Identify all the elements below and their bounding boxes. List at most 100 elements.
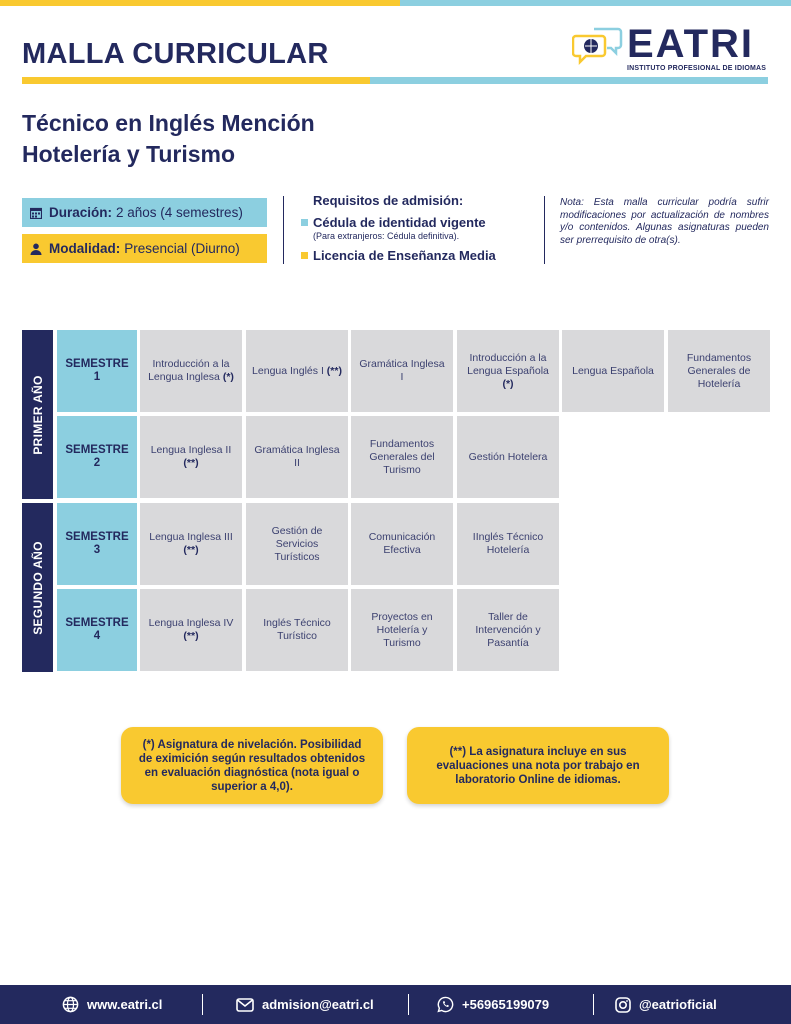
course-mark: (**) [183,630,199,642]
course-name: Comunicación Efectiva [368,531,436,556]
instagram-icon [615,996,631,1013]
website-text: www.eatri.cl [87,997,163,1012]
modality-value: Presencial (Diurno) [124,241,240,256]
year-label: PRIMER AÑO [30,374,45,455]
mail-icon [236,997,254,1012]
semester-label-text: SEMESTRE [65,358,129,370]
whatsapp-icon [437,996,454,1013]
course-cell: Gramática Inglesa II [246,416,348,498]
divider-line [544,196,545,264]
course-cell: Introducción a la Lengua Española (*) [457,330,559,412]
course-mark: (**) [326,364,342,377]
semester-number: 4 [93,630,101,642]
course-cell: Inglés Técnico Turístico [246,589,348,671]
requirement-text: Licencia de Enseñanza Media [313,248,496,263]
bullet-square-icon [301,219,308,226]
requirement-item: Licencia de Enseñanza Media [301,248,496,263]
year-bar-second: SEGUNDO AÑO [22,503,53,672]
course-mark: (*) [222,371,234,383]
semester-label-text: SEMESTRE [65,444,129,456]
footnote-text: Asignatura de nivelación. Posibilidad de… [138,738,366,793]
semester-label-text: SEMESTRE [65,531,129,543]
footnote-text: La asignatura incluye en sus evaluacione… [436,745,640,786]
footer-bar: www.eatri.cl admision@eatri.cl +56965199… [0,985,791,1024]
speech-bubbles-globe-icon [572,27,623,66]
footer-phone[interactable]: +56965199079 [437,985,549,1024]
course-cell: Fundamentos Generales del Turismo [351,416,453,498]
phone-text: +56965199079 [462,997,550,1012]
course-cell: Taller de Intervención y Pasantía [457,589,559,671]
course-name: Fundamentos Generales del Turismo [369,437,435,476]
program-title-line1: Técnico en Inglés Mención [22,110,315,136]
requirement-note: (Para extranjeros: Cédula definitiva). [313,231,460,241]
instagram-text: @eatrioficial [639,997,717,1012]
footnote-card-lab: (**) La asignatura incluye en sus evalua… [407,727,669,804]
course-cell: Introducción a la Lengua Inglesa (*) [140,330,242,412]
footnote-card-leveling: (*) Asignatura de nivelación. Posibilida… [121,727,383,804]
footnote-mark: (**) [449,745,467,758]
course-name: Introducción a la Lengua Inglesa [148,358,230,383]
course-name: Gramática Inglesa II [254,444,340,469]
semester-number: 2 [93,457,101,469]
globe-icon [62,996,79,1013]
year-bar-first: PRIMER AÑO [22,330,53,499]
footer-separator [202,994,203,1015]
top-stripe-blue [400,0,791,6]
semester-number: 3 [93,544,101,556]
course-mark: (**) [183,457,199,469]
course-mark: (*) [502,377,514,390]
course-mark: (**) [183,544,199,556]
logo-name: EATRI [627,22,755,66]
course-cell: Comunicación Efectiva [351,503,453,585]
duration-value: 2 años (4 semestres) [116,205,243,220]
person-icon [30,243,42,255]
page-title: MALLA CURRICULAR [22,38,329,70]
modality-box: Modalidad: Presencial (Diurno) [22,234,267,263]
eatri-logo: EATRI INSTITUTO PROFESIONAL DE IDIOMAS [572,22,772,76]
requirements-title: Requisitos de admisión: [313,193,464,208]
course-cell: Lengua Inglesa IV (**) [140,589,242,671]
course-name: Proyectos en Hotelería y Turismo [371,610,433,649]
course-name: IInglés Técnico Hotelería [472,531,544,556]
calendar-icon [30,207,42,219]
course-name: Gestión de Servicios Turísticos [271,524,323,563]
disclaimer-note: Nota: Esta malla curricular podría sufri… [560,197,769,246]
duration-box: Duración: 2 años (4 semestres) [22,198,267,227]
program-title-line2: Hotelería y Turismo [22,141,236,167]
course-cell: Fundamentos Generales de Hotelería [668,330,770,412]
duration-label: Duración: [49,205,113,220]
requirement-text: Cédula de identidad vigente [313,215,486,230]
divider-line [283,196,284,264]
footer-email[interactable]: admision@eatri.cl [236,985,374,1024]
course-cell: Lengua Inglés I (**) [246,330,348,412]
footer-separator [593,994,594,1015]
course-name: Lengua Inglesa II [150,444,232,456]
course-cell: Gramática Inglesa I [351,330,453,412]
modality-label: Modalidad: [49,241,121,256]
course-name: Gramática Inglesa I [359,358,445,383]
semester-number: 1 [93,371,101,383]
course-cell: Lengua Inglesa II (**) [140,416,242,498]
title-underline-yellow [22,77,370,84]
footer-website[interactable]: www.eatri.cl [62,985,162,1024]
course-cell: Lengua Inglesa III (**) [140,503,242,585]
footer-instagram[interactable]: @eatrioficial [615,985,717,1024]
course-name: Gestión Hotelera [468,450,548,463]
course-name: Introducción a la Lengua Española [467,351,549,377]
email-text: admision@eatri.cl [262,997,374,1012]
requirement-item: Cédula de identidad vigente [301,215,486,230]
course-name: Inglés Técnico Turístico [263,617,331,642]
top-stripe-yellow [0,0,400,6]
semester-label-text: SEMESTRE [65,617,129,629]
course-name: Lengua Inglesa III [149,531,233,543]
course-name: Fundamentos Generales de Hotelería [686,351,752,390]
course-name: Taller de Intervención y Pasantía [475,610,541,649]
course-name: Lengua Inglés I [252,364,324,377]
footnote-mark: (*) [142,738,155,751]
course-cell: Gestión de Servicios Turísticos [246,503,348,585]
course-name: Lengua Inglesa IV [148,617,234,629]
